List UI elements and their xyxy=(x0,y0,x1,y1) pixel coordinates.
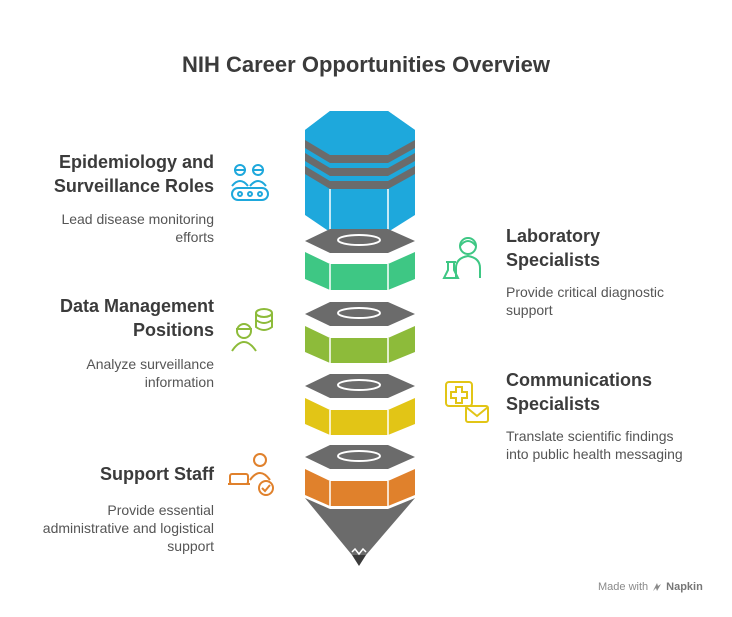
support-staff-desc: Provide essential administrative and log… xyxy=(20,501,214,555)
communications-title: Communications Specialists xyxy=(506,368,706,416)
laboratory-title-line1: Laboratory xyxy=(506,226,601,246)
segment-epidemiology xyxy=(305,111,415,232)
support-staff-title: Support Staff xyxy=(20,462,214,486)
epidemiology-desc: Lead disease monitoring efforts xyxy=(20,210,214,246)
segment-support-staff xyxy=(305,445,415,506)
laboratory-title: Laboratory Specialists xyxy=(506,224,706,272)
segment-laboratory xyxy=(305,229,415,290)
support-staff-icon xyxy=(228,453,274,496)
communications-desc-line1: Translate scientific findings xyxy=(506,428,674,444)
pencil-tip xyxy=(305,498,415,566)
segment-data-management xyxy=(305,302,415,363)
communications-desc-line2: into public health messaging xyxy=(506,446,683,462)
epidemiology-title-line2: Surveillance Roles xyxy=(53,176,214,196)
data-worker-icon xyxy=(231,308,273,352)
communications-title-line2: Specialists xyxy=(506,394,601,414)
health-message-icon xyxy=(445,381,489,423)
data-management-desc-line2: information xyxy=(144,374,214,390)
data-management-desc-line1: Analyze surveillance xyxy=(86,356,214,372)
laboratory-title-line2: Specialists xyxy=(506,250,601,270)
page-title: NIH Career Opportunities Overview xyxy=(182,52,550,77)
made-with-label: Made with xyxy=(598,581,649,593)
napkin-watermark: Made with Napkin xyxy=(598,581,703,593)
lab-scientist-icon xyxy=(442,237,481,279)
epidemiology-desc-line1: Lead disease monitoring xyxy=(61,211,214,227)
support-staff-desc-line3: support xyxy=(167,538,214,554)
data-management-desc: Analyze surveillance information xyxy=(20,355,214,391)
data-management-title-line2: Positions xyxy=(132,320,214,340)
napkin-logo-icon xyxy=(653,583,662,591)
communications-desc: Translate scientific findings into publi… xyxy=(506,427,721,463)
epidemiology-title: Epidemiology and Surveillance Roles xyxy=(20,150,214,198)
laboratory-desc: Provide critical diagnostic support xyxy=(506,283,716,319)
support-staff-title-line1: Support Staff xyxy=(100,464,214,484)
data-management-title: Data Management Positions xyxy=(20,294,214,342)
segment-communications xyxy=(305,374,415,435)
epidemiology-title-line1: Epidemiology and xyxy=(58,152,214,172)
communications-title-line1: Communications xyxy=(506,370,653,390)
laboratory-desc-line2: support xyxy=(506,302,553,318)
support-staff-desc-line2: administrative and logistical xyxy=(42,520,214,536)
laboratory-desc-line1: Provide critical diagnostic xyxy=(506,284,664,300)
surveillance-team-icon xyxy=(231,164,269,201)
data-management-title-line1: Data Management xyxy=(59,296,214,316)
napkin-brand-label: Napkin xyxy=(666,581,703,593)
support-staff-desc-line1: Provide essential xyxy=(107,502,214,518)
epidemiology-desc-line2: efforts xyxy=(175,229,214,245)
